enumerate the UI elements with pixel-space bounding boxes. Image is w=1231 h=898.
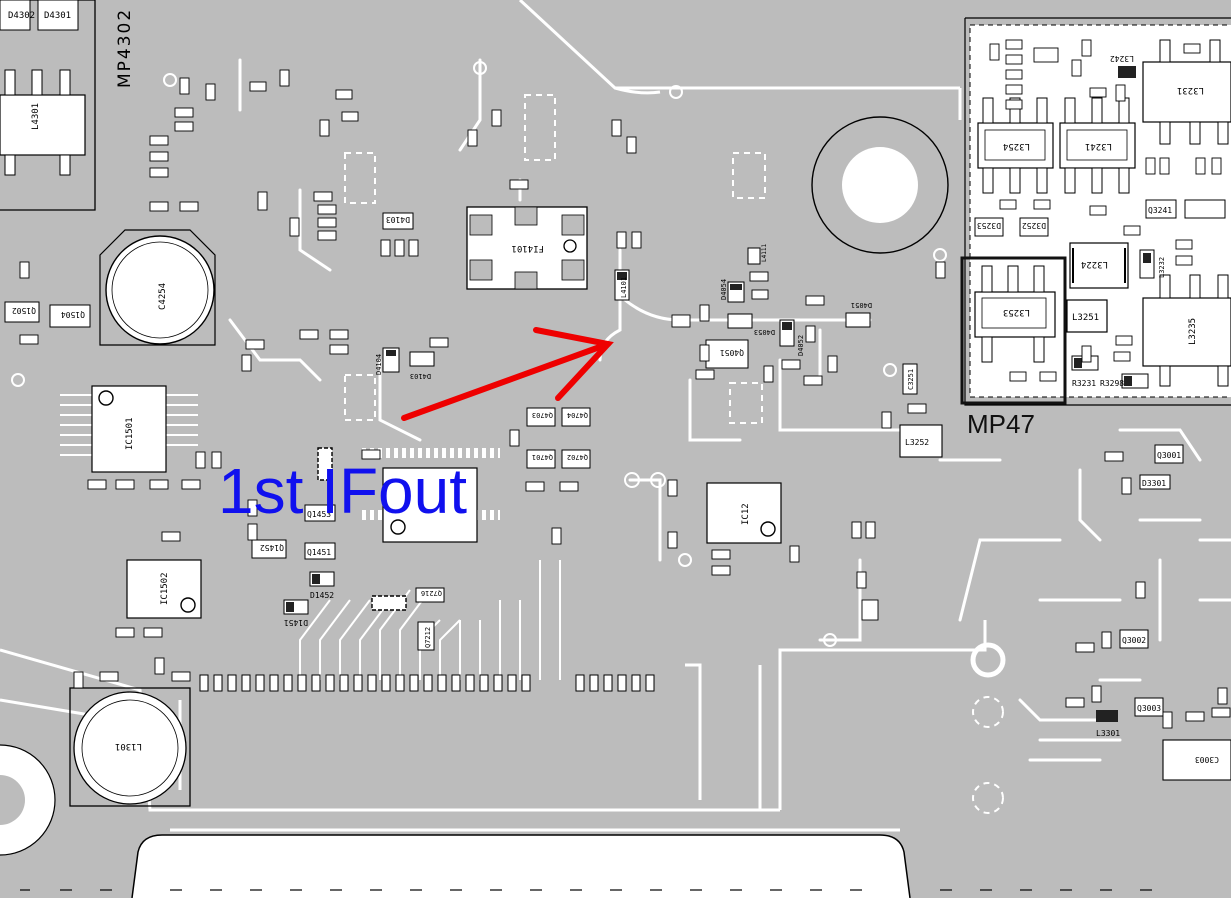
c4254-capacitor: C4254 (99, 229, 216, 346)
dashed-footprints (344, 94, 766, 424)
l3254-label: L3254 (1003, 141, 1030, 151)
mp47-label: MP47 (967, 409, 1035, 439)
r3231-label: R3231 (1072, 379, 1096, 388)
ic12-label: IC12 (741, 503, 751, 525)
l3232-label: L3232 (1158, 257, 1166, 278)
d4053-label: D4053 (754, 328, 775, 336)
q4702-label: Q4702 (567, 453, 588, 461)
q1453-label: Q1453 (307, 510, 331, 519)
q1504-label: Q1504 (61, 310, 85, 319)
d3253-label: D3253 (977, 221, 1001, 230)
signal-arrow (401, 327, 614, 421)
left-parts: D4103 D4104 D4103 Q1504 Q1502 Q1452 Q145… (4, 212, 445, 651)
q3003-label: Q3003 (1137, 704, 1161, 713)
l4301-label: L4301 (31, 103, 41, 130)
ic1501-traces (60, 394, 198, 456)
d4302-label: D4302 (8, 11, 35, 21)
small-passives (19, 39, 1231, 729)
mp47-module: MP47 L3254 L3241 L3231 L3253 L3224 L3251 (960, 17, 1231, 439)
q3002-label: Q3002 (1122, 636, 1146, 645)
d4051-label: D4051 (851, 301, 872, 309)
right-sot-parts: Q3001 D3301 Q3002 Q3003 L3301 (1096, 444, 1184, 738)
d4052-label: D4052 (797, 335, 805, 356)
l3251-label: L3251 (1072, 313, 1099, 323)
l3301-label: L3301 (1096, 729, 1120, 738)
l3235-label: L3235 (1188, 318, 1198, 345)
annotation-1st-ifout: 1st IFout (218, 455, 467, 527)
mp4302-label: MP4302 (115, 8, 135, 88)
d3252-label: D3252 (1022, 221, 1046, 230)
c4254-label: C4254 (158, 283, 168, 310)
center-qfp-chip (360, 448, 500, 543)
bottom-pad-row (199, 674, 655, 692)
ic1502-label: IC1502 (160, 572, 170, 605)
q4703-label: Q4703 (532, 411, 553, 419)
c3251-label: C3251 (907, 369, 915, 390)
l4111-label: L4111 (761, 244, 768, 262)
l3252-inductor: L3252 C3251 (899, 363, 943, 458)
q1452-label: Q1452 (260, 543, 284, 552)
small-holes (11, 61, 1006, 814)
c3003-capacitor: C3003 (1162, 739, 1231, 781)
c3003-label: C3003 (1195, 755, 1219, 764)
l3231-label: L3231 (1177, 85, 1204, 95)
q1502-label: Q1502 (12, 306, 36, 315)
d4103-label-a: D4103 (386, 215, 410, 224)
q3241-label: Q3241 (1148, 206, 1172, 215)
l1301-label: L1301 (115, 741, 142, 751)
ic12-chip: IC12 (706, 482, 782, 544)
fi4101-label: FI4101 (511, 243, 544, 253)
l3253-label: L3253 (1003, 307, 1030, 317)
q4701-label: Q4701 (532, 453, 553, 461)
l3242-label: L3242 (1110, 54, 1134, 63)
q3001-label: Q3001 (1157, 451, 1181, 460)
ic1501-chip: IC1501 (91, 385, 167, 473)
ic1501-label: IC1501 (125, 417, 135, 450)
rf-chain-parts: L4101 Q4051 D4054 D4053 D4052 D4051 L411… (614, 244, 872, 369)
q7216-label: Q7216 (421, 589, 442, 597)
q1451-label: Q1451 (307, 548, 331, 557)
ic1502-chip: IC1502 (126, 559, 202, 619)
q4051-label: Q4051 (720, 348, 744, 357)
d4103-label: D4103 (410, 372, 431, 380)
q470x-transistors: Q4703 Q4704 Q4701 Q4702 (526, 407, 591, 469)
d4054-label: D4054 (720, 279, 728, 300)
d4301-label: D4301 (44, 11, 71, 21)
l3241-label: L3241 (1085, 141, 1112, 151)
d3301-label: D3301 (1142, 479, 1166, 488)
d1452-label: D1452 (310, 591, 334, 600)
l4101-label: L4101 (620, 277, 628, 298)
mp4302-module: D4302 D4301 L4301 MP4302 (0, 0, 135, 211)
q4704-label: Q4704 (567, 411, 588, 419)
fi4101-filter: FI4101 (466, 206, 588, 290)
mounting-hole (811, 116, 949, 254)
q7212-label: Q7212 (424, 627, 432, 648)
d4104-label: D4104 (375, 354, 383, 375)
r3298-label: R3298 (1100, 379, 1124, 388)
d1451-label: D1451 (284, 618, 308, 627)
l3224-label: L3224 (1081, 259, 1108, 269)
left-edge-hole-inner (0, 775, 25, 825)
l3252-label: L3252 (905, 438, 929, 447)
left-edge-hole (0, 744, 56, 856)
connector-outline (131, 834, 911, 898)
l1301-inductor: L1301 (69, 687, 191, 807)
